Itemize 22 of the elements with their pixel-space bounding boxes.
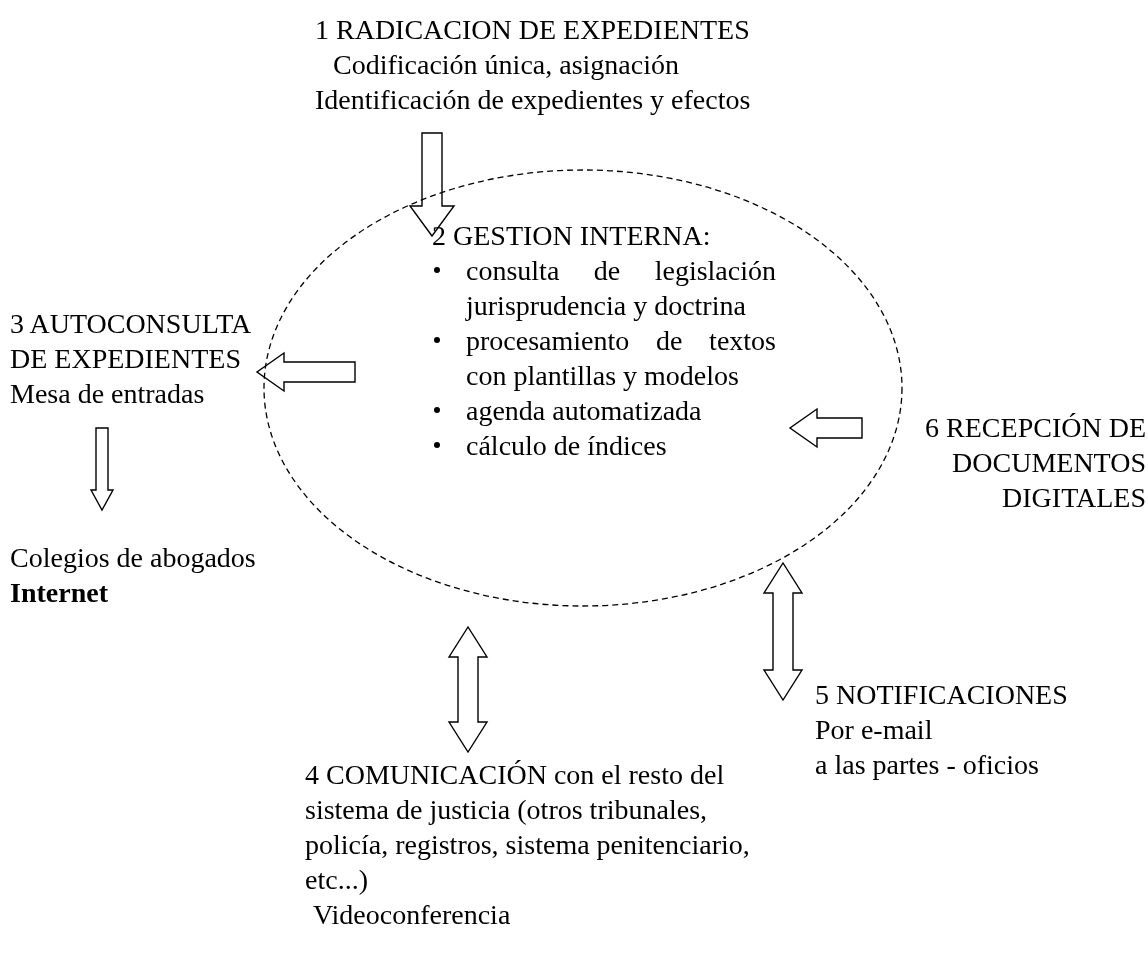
body-text: Por e-mail (815, 713, 934, 747)
heading-text: 3 AUTOCONSULTA DE EXPEDIENTES (10, 307, 252, 376)
block-arrow (408, 132, 456, 238)
double-block-arrow (447, 625, 489, 754)
heading-text: 6 RECEPCIÓN DE DOCUMENTOS DIGITALES (924, 411, 1146, 515)
body-text: a las partes - oficios (815, 748, 1040, 782)
heading-text: Colegios de abogados (10, 541, 257, 575)
body-text: Identificación de expedientes y efectos (315, 83, 752, 117)
heading-text: 5 NOTIFICACIONES (815, 678, 1069, 712)
bullet-text: agenda automatizada (466, 394, 703, 428)
heading-text: 4 COMUNICACIÓN con el resto del sistema de justicia (otros tribunales, policía, registros, sistema penitenciario, etc...) (305, 758, 751, 897)
block-arrow (89, 427, 115, 512)
body-text: Mesa de entradas (10, 377, 206, 411)
heading-text: 1 RADICACION DE EXPEDIENTES (315, 13, 751, 47)
block-arrow (788, 407, 863, 449)
body-text: Internet (10, 576, 109, 610)
body-text: Videoconferencia (312, 898, 512, 932)
double-block-arrow (762, 561, 804, 702)
block-arrow (255, 351, 356, 393)
heading-text: 2 GESTION INTERNA: (432, 219, 712, 253)
body-text: Codificación única, asignación (332, 48, 680, 82)
bullet-text: cálculo de índices (466, 429, 668, 463)
